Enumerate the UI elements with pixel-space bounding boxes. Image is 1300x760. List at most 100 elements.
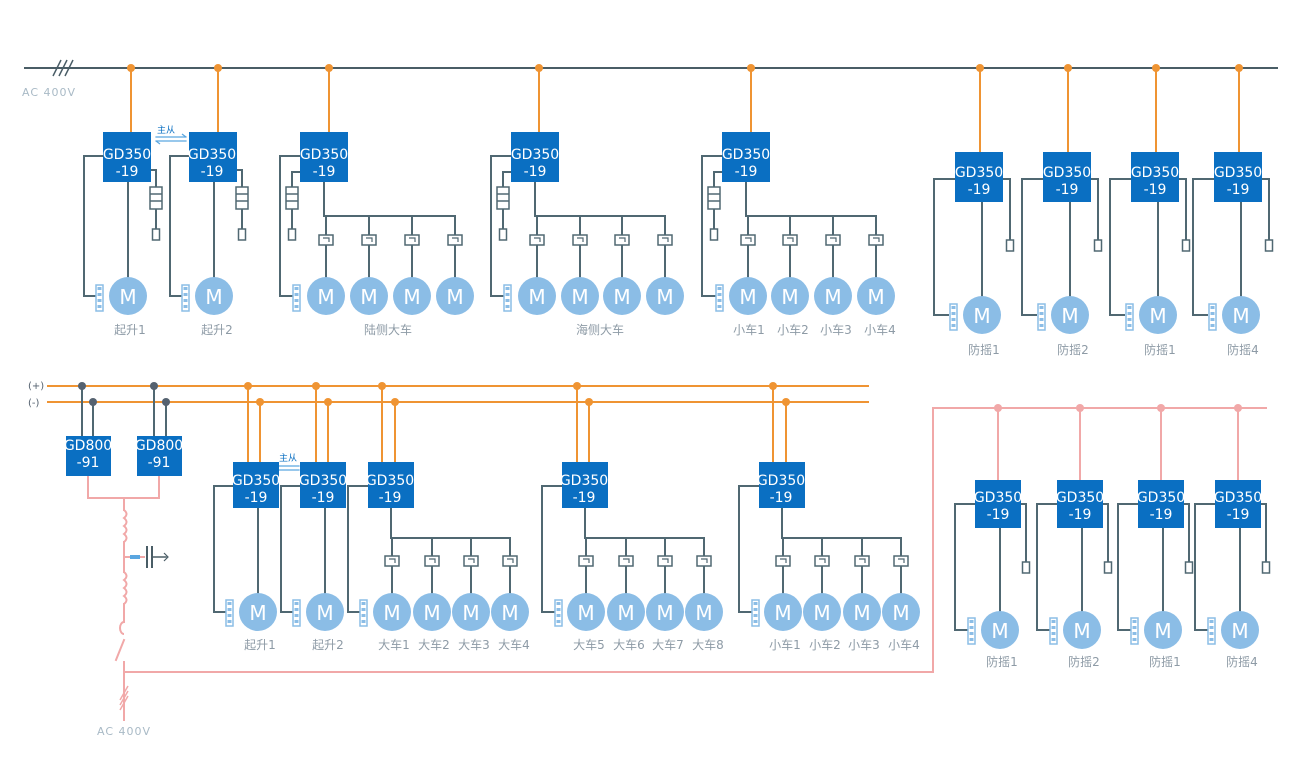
motor-icon — [843, 593, 881, 631]
bus-tap-dot — [325, 64, 333, 72]
motor-icon — [1222, 296, 1260, 334]
motor-icon — [607, 593, 645, 631]
motor-icon — [764, 593, 802, 631]
relay-body — [572, 234, 588, 246]
drive-label: GD350 — [1214, 490, 1262, 506]
drive-label: GD350 — [722, 147, 770, 163]
drive-label: -19 — [245, 490, 268, 506]
relay-icon — [384, 555, 400, 567]
motor-icon — [373, 593, 411, 631]
relay-body — [740, 234, 756, 246]
encoder-body — [1125, 303, 1134, 331]
relay-icon — [361, 234, 377, 246]
relay-body — [825, 234, 841, 246]
motor-letter: M — [1073, 619, 1090, 643]
encoder-icon — [292, 284, 301, 312]
relay-contact — [507, 558, 514, 563]
vfd-box — [975, 480, 1021, 528]
drive-label: GD350 — [1131, 165, 1179, 181]
drive-label: -19 — [201, 164, 224, 180]
motor-icon — [413, 593, 451, 631]
load-label-antisway3: 防摇1 — [1144, 342, 1176, 357]
brake-wire — [235, 169, 243, 188]
phase-mark — [119, 690, 129, 706]
motor-icon — [306, 593, 344, 631]
vfd-box — [722, 132, 770, 182]
relay-contact — [898, 558, 905, 563]
arrow-head — [181, 133, 187, 138]
encoder-feedback-wire — [279, 155, 300, 297]
bus-tap-dot — [747, 64, 755, 72]
load-label-gantry1: 大车1 — [378, 637, 410, 652]
drive-label: GD350 — [300, 147, 348, 163]
encoder-stripe — [294, 293, 299, 296]
relay-icon — [614, 234, 630, 246]
drive-label: GD350 — [299, 473, 347, 489]
brake-resistor-icon — [149, 186, 163, 210]
drive-label: GD350 — [560, 473, 608, 489]
load-label-gantry6: 大车6 — [613, 637, 645, 652]
encoder-stripe — [1132, 638, 1137, 641]
load-label-antisway3: 防摇1 — [1149, 654, 1181, 669]
terminal-icon — [709, 228, 719, 241]
motor-letter: M — [577, 601, 594, 625]
encoder-stripe — [361, 602, 366, 605]
relay-body — [696, 555, 712, 567]
relay-icon — [854, 555, 870, 567]
relay-body — [814, 555, 830, 567]
relay-body — [868, 234, 884, 246]
encoder-stripe — [753, 608, 758, 611]
bus-tap-dot — [214, 64, 222, 72]
dc-tap-dot — [769, 382, 777, 390]
drive-label: GD350 — [974, 490, 1022, 506]
encoder-body — [967, 617, 976, 645]
encoder-stripe — [556, 614, 561, 617]
encoder-stripe — [951, 324, 956, 327]
relay-body — [618, 555, 634, 567]
bus-tap-dot — [1152, 64, 1160, 72]
drive-label: GD350 — [1043, 165, 1091, 181]
terminal-icon — [1093, 239, 1103, 252]
encoder-feedback-wire — [933, 178, 955, 316]
relay-contact — [468, 558, 475, 563]
rectifier-box — [66, 436, 111, 476]
top-ac-bus-label: AC 400V — [22, 86, 76, 99]
drive-label: -19 — [735, 164, 758, 180]
bus-tap-dot — [1235, 64, 1243, 72]
encoder-icon — [554, 599, 563, 627]
load-label-hoist1: 起升1 — [244, 638, 276, 652]
relay-icon — [618, 555, 634, 567]
relay-body — [529, 234, 545, 246]
terminal-icon — [1264, 239, 1274, 252]
motor-letter: M — [423, 601, 440, 625]
encoder-icon — [503, 284, 512, 312]
motor-letter: M — [617, 601, 634, 625]
encoder-feedback-wire — [347, 485, 368, 613]
bus-tap-dot — [976, 64, 984, 72]
motor-letter: M — [119, 285, 136, 309]
relay-contact — [619, 237, 626, 242]
encoder-stripe — [1132, 626, 1137, 629]
relay-contact — [701, 558, 708, 563]
motor-icon — [1221, 611, 1259, 649]
bus-tap-dot — [1064, 64, 1072, 72]
encoder-body — [1049, 617, 1058, 645]
brake-resistor-icon — [496, 186, 510, 210]
encoder-stripe — [969, 626, 974, 629]
bottom-drives: GD350 -19 GD350 -19 GD350 -19 GD350 -19 … — [232, 473, 1262, 523]
rectifier-label: GD800 — [135, 438, 183, 454]
relay-contact — [577, 237, 584, 242]
encoder-stripe — [294, 305, 299, 308]
brake-body — [496, 186, 510, 210]
brake-resistor-icon — [235, 186, 249, 210]
load-label-antisway1: 防摇1 — [968, 342, 1000, 357]
top-drives: GD350 -19 GD350 -19 GD350 -19 GD350 -19 … — [103, 147, 1262, 198]
vfd-box — [1215, 480, 1261, 528]
motor-icon — [567, 593, 605, 631]
relay-contact — [623, 558, 630, 563]
encoder-icon — [967, 617, 976, 645]
motor-icon — [109, 277, 147, 315]
brake-resistor-icon — [285, 186, 299, 210]
motor-letter: M — [867, 285, 884, 309]
encoder-stripe — [361, 614, 366, 617]
